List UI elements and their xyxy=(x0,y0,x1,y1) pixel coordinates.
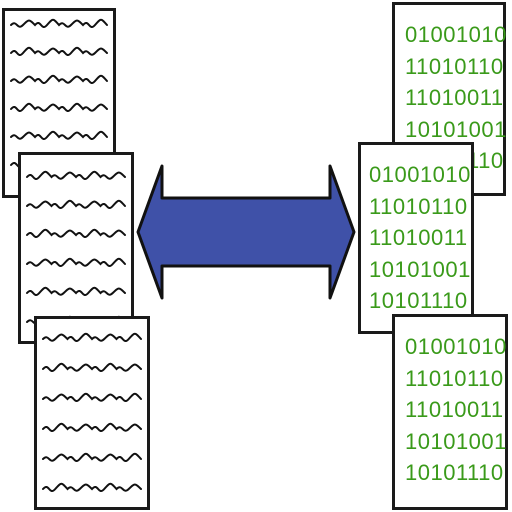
wavy-line xyxy=(26,257,126,267)
wavy-line xyxy=(10,130,108,140)
binary-document-middle: 01001010 11010110 11010011 10101001 1010… xyxy=(358,142,474,334)
wavy-line xyxy=(42,392,142,402)
binary-line: 01001010 xyxy=(405,22,507,47)
arrow-shape xyxy=(136,164,356,300)
analog-document-front xyxy=(34,316,150,510)
binary-line: 11010110 xyxy=(369,193,468,219)
binary-line: 01001010 xyxy=(369,162,471,187)
binary-line: 10101001 xyxy=(405,116,507,142)
wavy-line xyxy=(42,362,142,372)
wavy-line xyxy=(26,199,126,209)
binary-line: 01001010 xyxy=(405,334,507,359)
binary-line: 11010011 xyxy=(405,85,504,110)
binary-line: 10101001 xyxy=(405,428,507,454)
binary-line: 11010011 xyxy=(405,397,504,422)
analog-document-middle xyxy=(18,152,134,344)
binary-line: 10101110 xyxy=(405,460,504,485)
binary-document-front: 01001010 11010110 11010011 10101001 1010… xyxy=(392,314,508,510)
wavy-line xyxy=(42,332,142,342)
wavy-line xyxy=(10,46,108,56)
binary-line: 10101110 xyxy=(369,288,468,313)
wavy-line xyxy=(26,170,126,180)
binary-line: 11010011 xyxy=(369,225,468,250)
wavy-line xyxy=(42,482,142,492)
wavy-line xyxy=(26,286,126,296)
binary-line: 11010110 xyxy=(405,365,504,391)
wavy-line xyxy=(42,452,142,462)
binary-line: 10101001 xyxy=(369,256,471,282)
wavy-line xyxy=(10,18,108,28)
wavy-line xyxy=(10,102,108,112)
binary-line: 11010110 xyxy=(405,53,504,79)
wavy-lines-icon xyxy=(42,332,142,492)
wavy-line xyxy=(26,228,126,238)
wavy-line xyxy=(42,422,142,432)
wavy-line xyxy=(10,74,108,84)
